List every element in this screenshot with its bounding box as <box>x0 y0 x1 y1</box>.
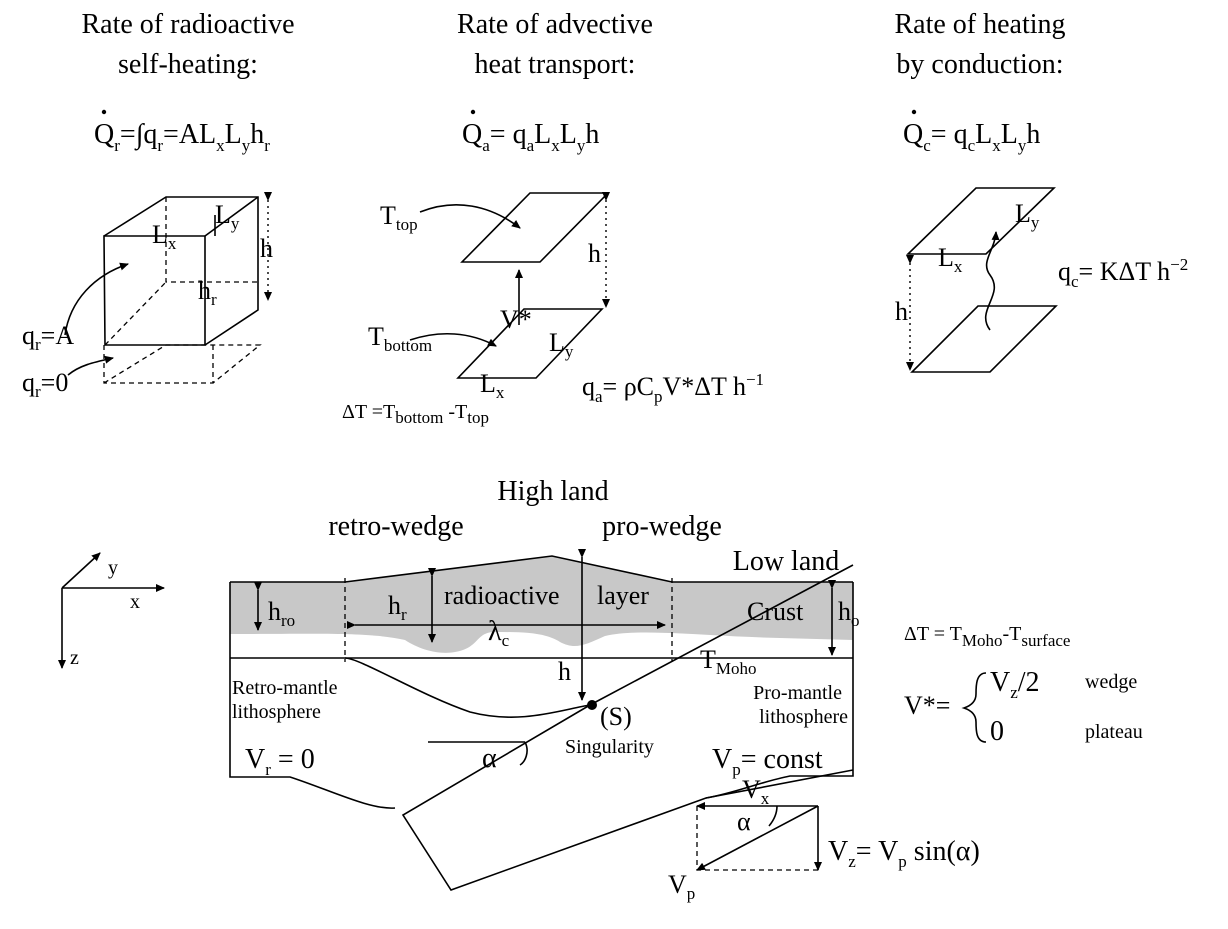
orogen-cross-section: y x z High land retro-wedge pro-wedge Lo… <box>58 476 1143 903</box>
radioactive-equation: Qr=∫qr=ALxLyhr <box>94 109 270 155</box>
s-label: (S) <box>600 702 632 731</box>
low-land-label: Low land <box>733 546 840 577</box>
ly-label: Ly <box>215 200 240 233</box>
conduction-title-line1: Rate of heating <box>894 9 1065 40</box>
layer-label: layer <box>597 581 649 610</box>
axis-z-label: z <box>70 647 79 669</box>
zero-label: 0 <box>990 716 1004 747</box>
t-bottom-label: Tbottom <box>368 322 432 355</box>
retro-wedge-label: retro-wedge <box>328 511 463 542</box>
qc-equation: qc= KΔT h−2 <box>1058 255 1188 291</box>
axis-x-label: x <box>130 591 140 613</box>
singularity-point <box>587 700 597 710</box>
pro-mantle-label-1: Pro-mantle <box>753 682 842 704</box>
h-label: h <box>260 234 273 263</box>
lx-label: Lx <box>938 243 963 276</box>
radioactive-box: Ly Lx h hr qr=A qr=0 <box>22 192 273 401</box>
radioactive-title-line2: self-heating: <box>118 49 258 80</box>
singularity-label: Singularity <box>565 736 654 758</box>
v-star-def-label: V*= <box>904 691 950 720</box>
vz-half-label: Vz/2 <box>990 667 1040 702</box>
top-plane <box>460 192 610 263</box>
pro-mantle-label-2: lithosphere <box>759 706 848 728</box>
vp-const-label: Vp= const <box>712 744 823 779</box>
crust-label: Crust <box>747 597 804 626</box>
q-eq-a-label: qr=A <box>22 321 74 354</box>
radioactive-title-line1: Rate of radioactive <box>81 9 294 40</box>
t-moho-label: TMoho <box>700 645 757 678</box>
dot-accent <box>470 109 476 115</box>
conduction-title-line2: by conduction: <box>896 49 1063 80</box>
h-label: h <box>895 297 908 326</box>
h-label: h <box>558 657 571 686</box>
qa-equation: qa= ρCpV*ΔT h−1 <box>582 370 764 406</box>
advective-panel: Rate of advective heat transport: Qa= qa… <box>342 9 764 427</box>
conduction-equation: Qc= qcLxLyh <box>903 119 1040 155</box>
h-ro-label: hro <box>268 597 295 630</box>
dot-accent <box>101 109 107 115</box>
ly-label: Ly <box>1015 199 1040 232</box>
high-land-label: High land <box>497 476 608 507</box>
bottom-plane <box>456 308 604 379</box>
lx-label: Lx <box>480 369 505 402</box>
conduction-panel: Rate of heating by conduction: Qc= qcLxL… <box>894 9 1188 373</box>
vx-label: Vx <box>742 775 770 808</box>
vz-equation: Vz= Vp sin(α) <box>828 836 980 871</box>
radioactive-label: radioactive <box>444 581 560 610</box>
brace <box>961 672 987 743</box>
advective-equation: Qa= qaLxLyh <box>462 119 599 155</box>
advective-title-line1: Rate of advective <box>457 9 653 40</box>
eq-symbol: Qr=∫qr=ALxLyhr <box>94 119 270 155</box>
axis-y-label: y <box>108 557 118 579</box>
bottom-plane <box>910 305 1058 373</box>
ly-label: Ly <box>549 328 574 361</box>
retro-mantle-label-1: Retro-mantle <box>232 677 338 699</box>
t-top-label: Ttop <box>380 201 418 234</box>
wedge-label: wedge <box>1085 671 1137 693</box>
q-eq-zero-label: qr=0 <box>22 368 68 401</box>
lambda-label: λc <box>488 616 510 650</box>
vr-label: Vr = 0 <box>245 744 315 779</box>
retro-mantle-label-2: lithosphere <box>232 701 321 723</box>
alpha-triangle-label: α <box>737 807 751 836</box>
h-r-label: hr <box>388 591 407 624</box>
plateau-label: plateau <box>1085 721 1143 743</box>
v-star-label: V* <box>500 305 532 334</box>
h-label: h <box>588 239 601 268</box>
delta-t-definition: ΔT =Tbottom -Ttop <box>342 401 489 427</box>
dot-accent <box>911 109 917 115</box>
pro-wedge-label: pro-wedge <box>602 511 722 542</box>
delta-t-moho-equation: ΔT = TMoho-Tsurface <box>904 623 1070 650</box>
radioactive-panel: Rate of radioactive self-heating: Qr=∫qr… <box>22 9 295 401</box>
top-plane <box>906 187 1056 255</box>
vp-triangle-label: Vp <box>668 870 695 903</box>
h-o-label: ho <box>838 597 860 630</box>
advective-title-line2: heat transport: <box>475 49 636 80</box>
lx-label: Lx <box>152 220 177 253</box>
hr-label: hr <box>198 276 217 309</box>
alpha-label: α <box>482 743 497 774</box>
